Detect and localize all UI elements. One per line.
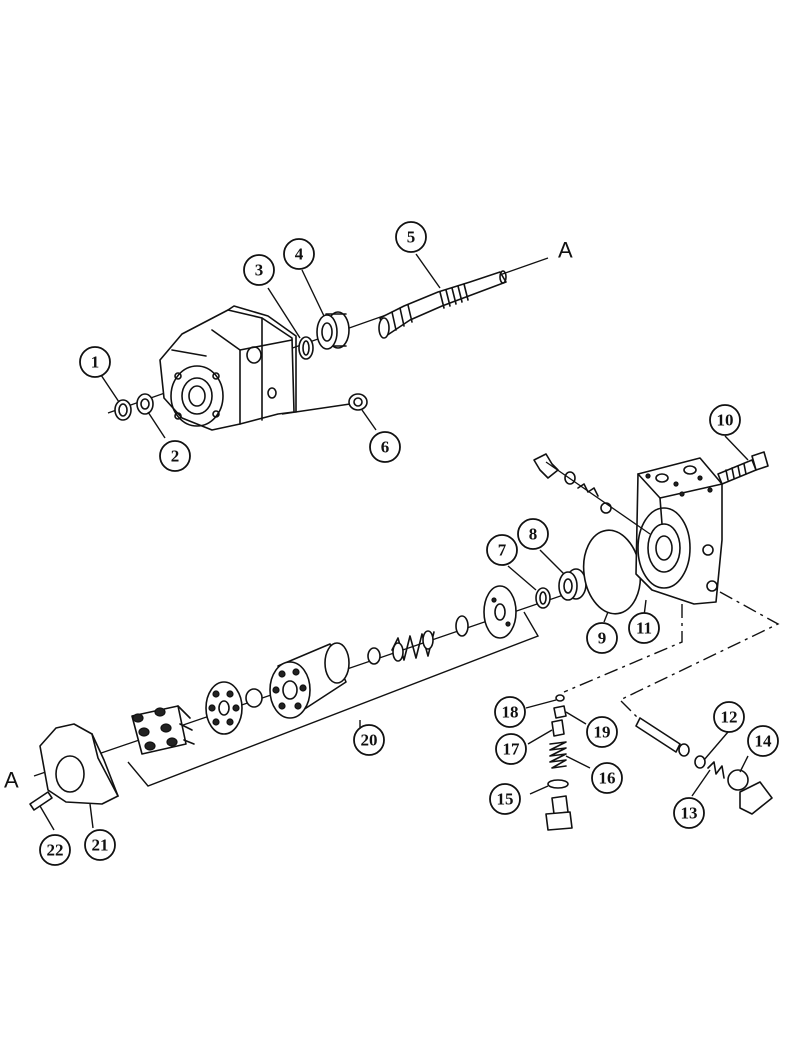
callout-7-label: 7 [498,541,507,560]
callout-17-label: 17 [503,740,521,759]
callout-20-label: 20 [361,731,378,750]
piston-set [131,705,195,755]
part-5-shaft [378,270,507,339]
callout-13-label: 13 [681,804,698,823]
callout-1-label: 1 [91,353,100,372]
callout-5-label: 5 [407,228,416,247]
part-10-bolt [717,451,769,485]
callout-15: 15 [489,783,521,815]
circlip-large [455,615,469,637]
part-4-bearing [316,311,350,350]
callout-3-label: 3 [255,261,264,280]
dash-line-18 [563,604,683,693]
part-8-bearing [558,568,587,601]
callout-21-label: 21 [92,836,109,855]
callout-4-label: 4 [295,245,304,264]
part-21-end-cover [39,723,119,805]
callout-14-label: 14 [755,732,773,751]
callout-4: 4 [283,238,315,270]
callout-16: 16 [591,762,623,794]
callout-2: 2 [159,440,191,472]
part-2-washer [136,393,154,415]
part-6-plug [348,393,368,411]
callout-15-label: 15 [497,790,514,809]
callout-14: 14 [747,725,779,757]
port-block [635,457,723,605]
callout-22: 22 [39,834,71,866]
dash-line-12 [618,591,780,719]
callout-18: 18 [494,696,526,728]
axis-label-a-top: A [558,238,573,263]
callout-6-label: 6 [381,438,390,457]
callout-10: 10 [709,404,741,436]
bottom-assembly [29,451,780,831]
callout-1: 1 [79,346,111,378]
parts-15-19-stack [545,694,573,831]
retainer-plate [205,681,243,735]
callout-9-label: 9 [598,629,607,648]
relief-valve-parts [533,453,651,535]
part-3-ring [298,336,314,360]
part-13-spring [707,761,725,779]
parts-12-14-cartridge [635,717,773,815]
part-19-cap [553,705,567,719]
callout-16-label: 16 [599,769,616,788]
callout-6: 6 [369,431,401,463]
callout-2-label: 2 [171,447,180,466]
group-20-bracket [127,611,540,787]
callout-8-label: 8 [529,525,538,544]
part-14-plug [739,781,773,815]
valve-plate [483,585,517,639]
part-15-washer [547,779,569,789]
callout-11: 11 [628,612,660,644]
axis-label-a-bottom: A [4,768,19,793]
callout-leaders [39,253,749,831]
callout-7: 7 [486,534,518,566]
part-18-oring [555,694,565,702]
callout-21: 21 [84,829,116,861]
callout-5: 5 [395,221,427,253]
callout-17: 17 [495,733,527,765]
callout-11-label: 11 [636,619,652,638]
callout-13: 13 [673,797,705,829]
part-20-rotating-group [131,585,517,755]
circlip-small [367,647,381,665]
callout-12-label: 12 [721,708,738,727]
leader-6-line [281,403,351,415]
top-assembly [107,257,549,431]
callout-20: 20 [353,724,385,756]
part-16-spring [549,741,567,769]
callout-8: 8 [517,518,549,550]
callout-18-label: 18 [502,703,519,722]
part-22-pin [29,791,53,811]
callout-3: 3 [243,254,275,286]
center-spring [391,630,435,662]
callout-19-label: 19 [594,723,611,742]
callout-22-label: 22 [47,841,64,860]
callout-19: 19 [586,716,618,748]
part-17-poppet [551,719,565,737]
part-14-washer [727,769,749,791]
ball-guide [245,688,263,708]
callout-10-label: 10 [717,411,734,430]
callout-9: 9 [586,622,618,654]
part-15-plug [545,795,573,831]
part-12-ring [694,755,706,769]
cylinder-block [269,642,350,719]
callout-12: 12 [713,701,745,733]
pump-housing [159,305,297,431]
part-7-ring [535,587,551,609]
part-1-snap-ring [114,399,132,421]
